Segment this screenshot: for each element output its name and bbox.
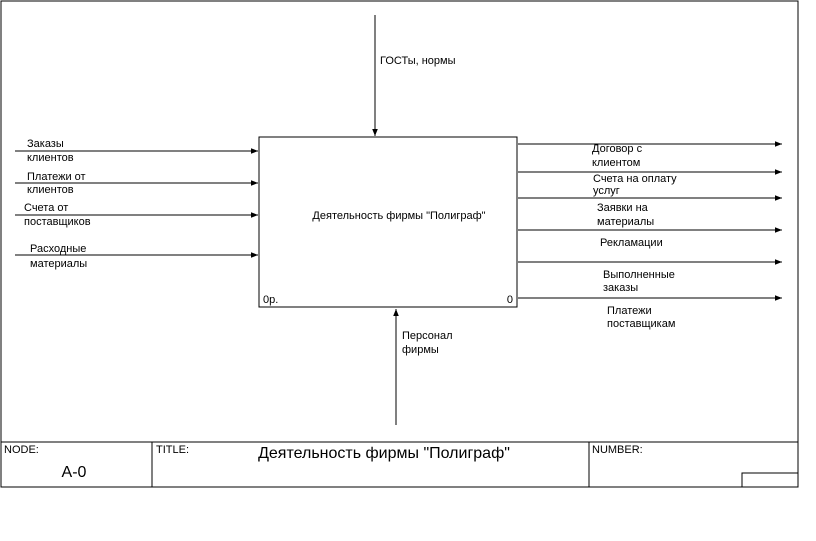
output-arrow[interactable]: Счета на оплату услуг xyxy=(518,169,782,197)
output-label-line: Рекламации xyxy=(600,237,663,249)
output-label-line: материалы xyxy=(597,216,654,228)
output-arrow[interactable]: Заявки на материалы xyxy=(518,195,782,228)
node-value: A-0 xyxy=(62,464,87,481)
input-arrow[interactable]: Платежи от клиентов xyxy=(15,171,258,196)
footer-title-block: NODE: A-0 TITLE: Деятельность фирмы "Пол… xyxy=(1,441,799,488)
input-arrow[interactable]: Расходные материалы xyxy=(15,243,258,270)
node-label: NODE: xyxy=(4,444,39,456)
title-value: Деятельность фирмы "Полиграф" xyxy=(258,445,510,462)
output-label-line: Заявки на xyxy=(597,202,649,214)
output-label-line: Договор с xyxy=(592,143,643,155)
output-label-line: Счета на оплату xyxy=(593,173,677,185)
input-label-line: Расходные xyxy=(30,243,86,255)
output-arrow[interactable]: Выполненные заказы xyxy=(518,259,782,294)
mechanism-label-line: Персонал xyxy=(402,330,453,342)
input-label-line: материалы xyxy=(30,258,87,270)
input-label-line: клиентов xyxy=(27,152,74,164)
output-label-line: Выполненные xyxy=(603,269,675,281)
input-label-line: Счета от xyxy=(24,202,68,214)
number-label: NUMBER: xyxy=(592,444,643,456)
output-arrow[interactable]: Договор с клиентом xyxy=(518,141,782,169)
control-label: ГОСТы, нормы xyxy=(380,55,456,67)
mechanism-arrow[interactable]: Персонал фирмы xyxy=(393,309,453,425)
activity-cost: 0р. xyxy=(263,294,278,306)
output-label-line: услуг xyxy=(593,185,620,197)
activity-label: Деятельность фирмы "Полиграф" xyxy=(312,210,485,222)
title-label: TITLE: xyxy=(156,444,189,456)
mechanism-label-line: фирмы xyxy=(402,344,439,356)
output-arrow[interactable]: Рекламации xyxy=(518,227,782,249)
input-label-line: Платежи от xyxy=(27,171,86,183)
activity-box[interactable]: Деятельность фирмы "Полиграф" 0р. 0 xyxy=(258,136,518,308)
input-arrow[interactable]: Заказы клиентов xyxy=(15,138,258,164)
control-arrow[interactable]: ГОСТы, нормы xyxy=(372,15,456,136)
output-arrow[interactable]: Платежи поставщикам xyxy=(518,295,782,330)
output-label-line: поставщикам xyxy=(607,318,675,330)
output-label-line: клиентом xyxy=(592,157,640,169)
input-label-line: клиентов xyxy=(27,184,74,196)
diagram-border xyxy=(0,0,799,488)
activity-number: 0 xyxy=(507,294,513,306)
input-label-line: Заказы xyxy=(27,138,64,150)
input-label-line: поставщиков xyxy=(24,216,91,228)
output-label-line: Платежи xyxy=(607,305,652,317)
output-label-line: заказы xyxy=(603,282,638,294)
input-arrow[interactable]: Счета от поставщиков xyxy=(15,202,258,228)
